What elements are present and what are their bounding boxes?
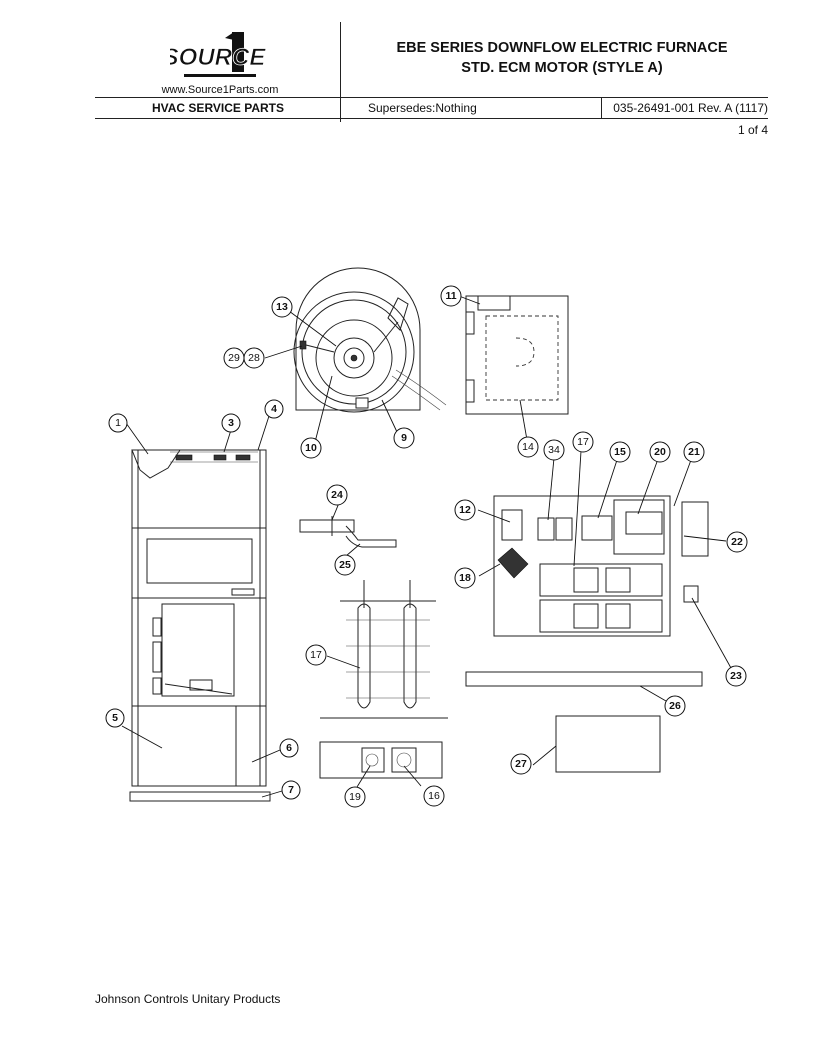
svg-text:26: 26 bbox=[669, 700, 681, 712]
svg-text:6: 6 bbox=[286, 742, 292, 754]
svg-text:34: 34 bbox=[548, 444, 560, 456]
panel-26 bbox=[465, 671, 703, 687]
svg-text:24: 24 bbox=[331, 489, 343, 501]
header-cell-divider bbox=[601, 97, 602, 119]
callout-28: 28 bbox=[243, 347, 265, 369]
svg-text:10: 10 bbox=[305, 442, 317, 454]
callout-22: 22 bbox=[726, 531, 748, 553]
callout-29: 29 bbox=[223, 347, 245, 369]
document-number: 035-26491-001 Rev. A (1117) bbox=[613, 101, 768, 115]
svg-text:17: 17 bbox=[310, 649, 322, 661]
callout-12: 12 bbox=[454, 499, 476, 521]
callout-1: 1 bbox=[108, 413, 128, 433]
callout-24: 24 bbox=[326, 484, 348, 506]
title-line-2: STD. ECM MOTOR (STYLE A) bbox=[461, 60, 663, 76]
callout-25: 25 bbox=[334, 554, 356, 576]
callout-14: 14 bbox=[517, 436, 539, 458]
callout-21: 21 bbox=[683, 441, 705, 463]
callout-19: 19 bbox=[344, 786, 366, 808]
supersedes-label: Supersedes:Nothing bbox=[368, 101, 477, 115]
callout-17-heater: 17 bbox=[305, 644, 327, 666]
furnace-cabinet bbox=[129, 449, 271, 802]
website-url[interactable]: www.Source1Parts.com bbox=[161, 84, 279, 96]
svg-text:22: 22 bbox=[731, 536, 743, 548]
svg-text:4: 4 bbox=[271, 403, 277, 415]
svg-text:13: 13 bbox=[276, 301, 288, 313]
leader-lines bbox=[121, 295, 732, 798]
callout-18: 18 bbox=[454, 567, 476, 589]
svg-text:21: 21 bbox=[688, 446, 700, 458]
callout-17-panel: 17 bbox=[572, 431, 594, 453]
svg-text:23: 23 bbox=[730, 670, 742, 682]
svg-text:11: 11 bbox=[445, 290, 456, 302]
svg-text:14: 14 bbox=[522, 441, 534, 453]
callout-13: 13 bbox=[271, 296, 293, 318]
svg-text:18: 18 bbox=[459, 572, 471, 584]
panel-27 bbox=[555, 715, 661, 773]
callout-20: 20 bbox=[649, 441, 671, 463]
header-rule-bottom bbox=[95, 118, 768, 119]
logo-text: SOURCE bbox=[170, 44, 266, 71]
callout-34: 34 bbox=[543, 439, 565, 461]
heater-element-assembly bbox=[319, 580, 448, 779]
blower-side-view bbox=[465, 295, 569, 415]
svg-text:3: 3 bbox=[228, 417, 234, 429]
svg-text:27: 27 bbox=[515, 758, 527, 770]
callout-4: 4 bbox=[264, 399, 284, 419]
category-label: HVAC SERVICE PARTS bbox=[151, 101, 285, 115]
control-panel bbox=[493, 495, 709, 637]
svg-text:19: 19 bbox=[349, 791, 361, 803]
svg-text:7: 7 bbox=[288, 784, 294, 796]
callout-3: 3 bbox=[221, 413, 241, 433]
header-rule-top bbox=[95, 97, 768, 98]
svg-text:15: 15 bbox=[614, 446, 626, 458]
svg-text:25: 25 bbox=[339, 559, 351, 571]
svg-text:12: 12 bbox=[459, 504, 471, 516]
source1-logo: SOURCE bbox=[170, 32, 267, 77]
callout-16-panel: 16 bbox=[423, 785, 445, 807]
svg-text:29: 29 bbox=[228, 352, 240, 364]
callout-23: 23 bbox=[725, 665, 747, 687]
callout-27: 27 bbox=[510, 753, 532, 775]
header-divider bbox=[340, 22, 341, 122]
callout-26: 26 bbox=[664, 695, 686, 717]
callout-6: 6 bbox=[279, 738, 299, 758]
callout-11: 11 bbox=[440, 285, 462, 307]
callout-7: 7 bbox=[281, 780, 301, 800]
svg-text:20: 20 bbox=[654, 446, 666, 458]
callout-10: 10 bbox=[300, 437, 322, 459]
svg-text:5: 5 bbox=[112, 712, 118, 724]
svg-text:28: 28 bbox=[248, 352, 260, 364]
svg-text:1: 1 bbox=[115, 417, 121, 429]
page-number: 1 of 4 bbox=[737, 123, 768, 137]
callout-5: 5 bbox=[105, 708, 125, 728]
svg-text:17: 17 bbox=[577, 436, 589, 448]
callout-9: 9 bbox=[393, 427, 415, 449]
footer-company: Johnson Controls Unitary Products bbox=[95, 992, 281, 1006]
callout-15: 15 bbox=[609, 441, 631, 463]
svg-text:16: 16 bbox=[428, 790, 440, 802]
svg-text:9: 9 bbox=[401, 432, 407, 444]
heater-wire-fitting bbox=[299, 516, 397, 548]
blower-assembly bbox=[293, 267, 447, 413]
title-line-1: EBE SERIES DOWNFLOW ELECTRIC FURNACE bbox=[396, 40, 728, 56]
